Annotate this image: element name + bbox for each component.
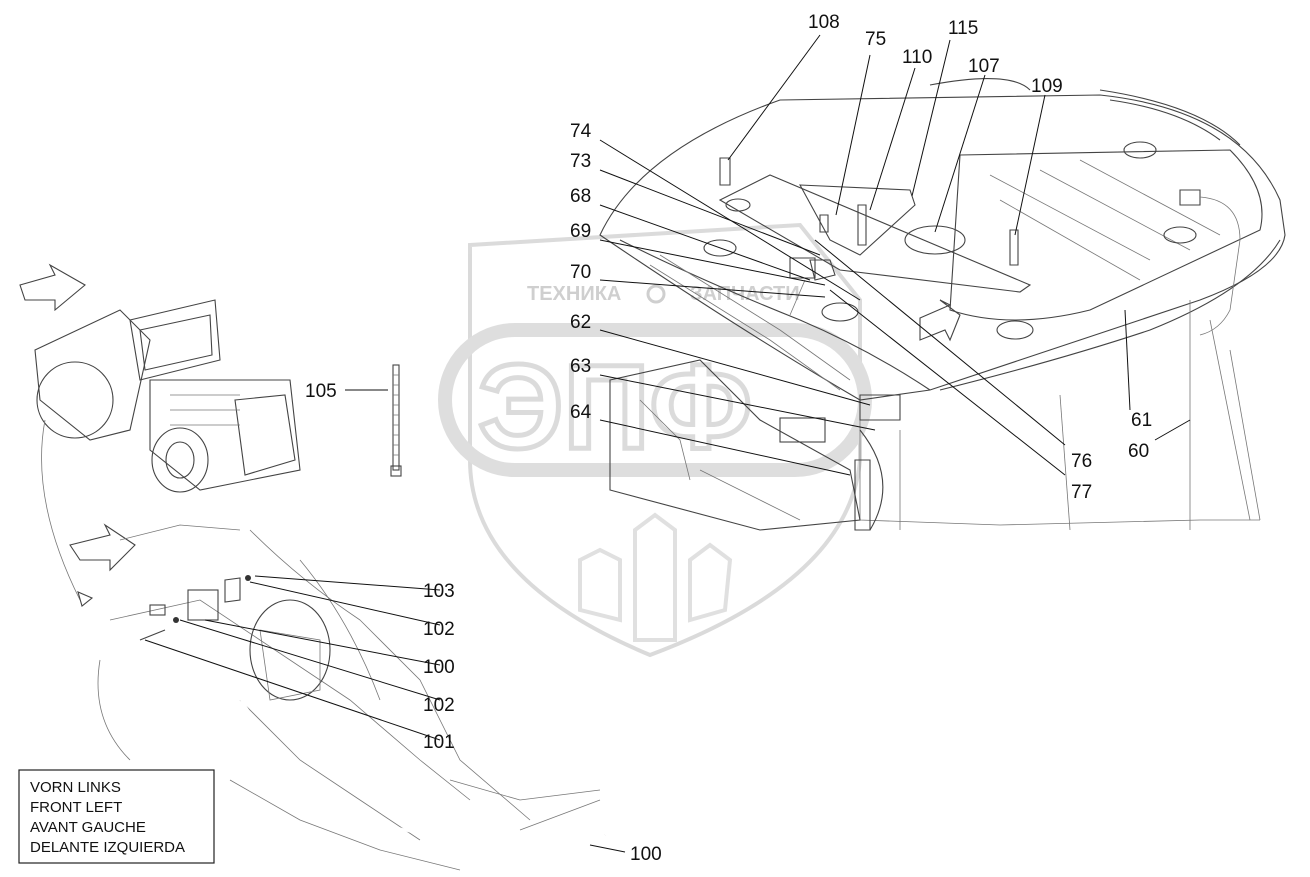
callout-77: 77 <box>1071 482 1092 503</box>
callout-61: 61 <box>1131 410 1152 431</box>
callout-115: 115 <box>948 18 978 39</box>
watermark-gear-icon <box>646 284 666 304</box>
cable-detail-drawing <box>69 523 606 871</box>
watermark-text-left: ТЕХНИКА <box>527 283 621 305</box>
cable-tie-drawing <box>390 364 402 477</box>
callout-75: 75 <box>865 29 886 50</box>
machine-overview-drawing <box>19 263 301 607</box>
detail-arrow-icon <box>69 523 136 572</box>
callout-102-upper: 102 <box>423 619 455 640</box>
callout-105: 105 <box>305 381 337 402</box>
callout-102-lower: 102 <box>423 695 455 716</box>
callout-103: 103 <box>423 581 455 602</box>
callout-63: 63 <box>570 356 591 377</box>
legend-line-french: AVANT GAUCHE <box>30 819 146 836</box>
callout-64: 64 <box>570 402 592 423</box>
watermark-letters: ЭПФ <box>478 340 752 474</box>
callout-60: 60 <box>1128 441 1149 462</box>
callout-62: 62 <box>570 312 591 333</box>
front-left-arrow-icon <box>19 263 86 312</box>
callout-74: 74 <box>570 121 592 142</box>
orientation-legend: VORN LINKS FRONT LEFT AVANT GAUCHE DELAN… <box>18 769 215 864</box>
callout-labels: 108 75 115 110 107 109 74 73 68 69 70 62… <box>305 12 1152 865</box>
callout-110: 110 <box>902 47 932 68</box>
callout-107: 107 <box>968 56 1000 77</box>
callout-100-upper: 100 <box>423 657 455 678</box>
watermark-logo: ЭПФ <box>438 222 872 658</box>
callout-101: 101 <box>423 732 455 753</box>
callout-69: 69 <box>570 221 591 242</box>
detail-curve-arrow <box>41 419 81 601</box>
callout-73: 73 <box>570 151 591 172</box>
callout-100-lower: 100 <box>630 844 662 865</box>
callout-70: 70 <box>570 262 591 283</box>
callout-76: 76 <box>1071 451 1092 472</box>
callout-68: 68 <box>570 186 591 207</box>
legend-line-spanish: DELANTE IZQUIERDA <box>30 839 185 856</box>
legend-line-german: VORN LINKS <box>30 779 121 796</box>
callout-109: 109 <box>1031 76 1063 97</box>
legend-line-english: FRONT LEFT <box>30 799 122 816</box>
leader-lines <box>144 34 1191 853</box>
callout-108: 108 <box>808 12 840 33</box>
rear-hood-drawing <box>599 78 1286 531</box>
